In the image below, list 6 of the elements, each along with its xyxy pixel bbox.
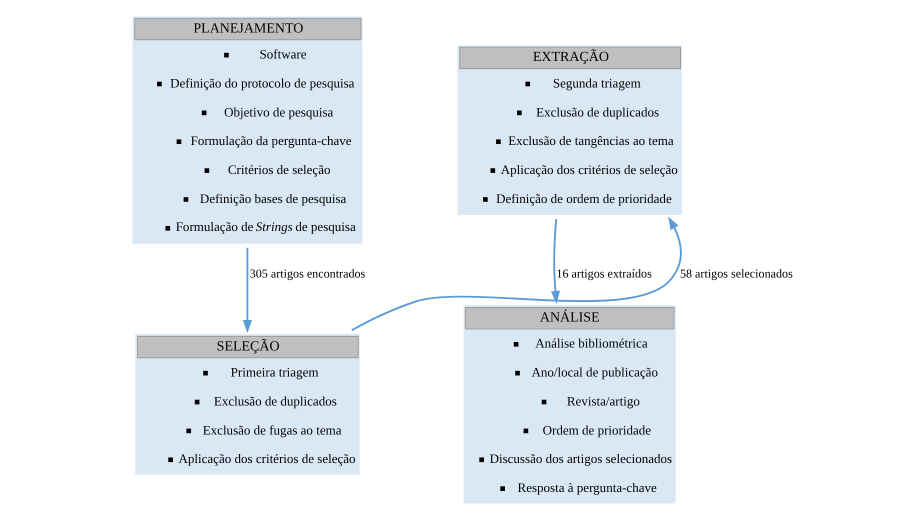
edge-label: 16 artigos extraídos: [556, 266, 652, 280]
arrow: [550, 218, 560, 304]
arrow: [242, 247, 252, 333]
arrow: [350, 216, 682, 331]
edge-label: 305 artigos encontrados: [249, 266, 365, 280]
edge-label: 58 artigos selecionados: [679, 266, 792, 280]
